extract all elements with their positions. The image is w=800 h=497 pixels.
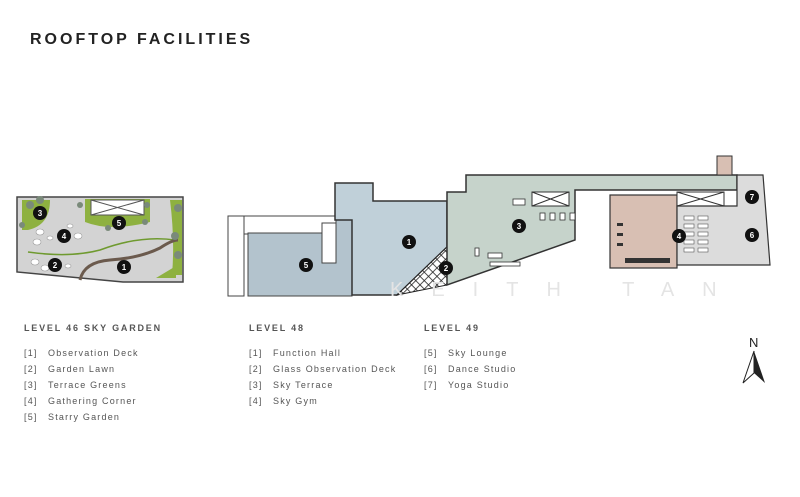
garden-marker-1: 1: [117, 260, 131, 274]
legend-item: [6]Dance Studio: [424, 364, 517, 374]
garden-marker-5: 5: [112, 216, 126, 230]
svg-text:6: 6: [750, 231, 755, 240]
sky-garden-plan: 1 2 3 4 5: [16, 196, 184, 283]
legend-item: [5]Starry Garden: [24, 412, 121, 422]
garden-marker-2: 2: [48, 258, 62, 272]
l48-marker-1: 1: [402, 235, 416, 249]
svg-text:7: 7: [750, 193, 755, 202]
svg-text:1: 1: [122, 263, 127, 272]
page-title: ROOFTOP FACILITIES: [30, 31, 254, 48]
north-arrow-icon: [742, 350, 765, 384]
legend-item: [2]Glass Observation Deck: [249, 364, 397, 374]
legend-item: [4]Sky Gym: [249, 396, 318, 406]
legend-item: [3]Terrace Greens: [24, 380, 127, 390]
legend-item: [3]Sky Terrace: [249, 380, 334, 390]
l49-marker-7: 7: [745, 190, 759, 204]
north-label: N: [749, 335, 759, 350]
svg-text:4: 4: [62, 232, 67, 241]
legend-heading: LEVEL 46 SKY GARDEN: [24, 323, 162, 333]
svg-text:2: 2: [444, 264, 449, 273]
legend-heading: LEVEL 48: [249, 323, 305, 333]
svg-text:3: 3: [517, 222, 522, 231]
legend-item: [1]Function Hall: [249, 348, 342, 358]
l48-marker-3: 3: [512, 219, 526, 233]
legend-item: [7]Yoga Studio: [424, 380, 510, 390]
svg-text:2: 2: [53, 261, 58, 270]
svg-text:3: 3: [38, 209, 43, 218]
l49-marker-5: 5: [299, 258, 313, 272]
svg-text:4: 4: [677, 232, 682, 241]
svg-text:1: 1: [407, 238, 412, 247]
level-48-49-plan: KEITH TAN 1 2 3 4 5 6 7: [227, 155, 771, 301]
svg-text:5: 5: [117, 219, 122, 228]
legend-level-46: LEVEL 46 SKY GARDEN [1]Observation Deck …: [24, 323, 162, 425]
l48-marker-4: 4: [672, 229, 686, 243]
legend-level-49: LEVEL 49 [5]Sky Lounge [6]Dance Studio […: [424, 323, 516, 393]
legend-item: [2]Garden Lawn: [24, 364, 116, 374]
legend-item: [5]Sky Lounge: [424, 348, 508, 358]
l48-marker-2: 2: [439, 261, 453, 275]
legend-heading: LEVEL 49: [424, 323, 480, 333]
l49-marker-6: 6: [745, 228, 759, 242]
garden-marker-4: 4: [57, 229, 71, 243]
legend-item: [1]Observation Deck: [24, 348, 139, 358]
watermark: KEITH TAN: [390, 279, 745, 301]
svg-text:5: 5: [304, 261, 309, 270]
legend-level-48: LEVEL 48 [1]Function Hall [2]Glass Obser…: [249, 323, 396, 409]
garden-marker-3: 3: [33, 206, 47, 220]
north-arrow: N: [740, 335, 770, 385]
legend-item: [4]Gathering Corner: [24, 396, 137, 406]
